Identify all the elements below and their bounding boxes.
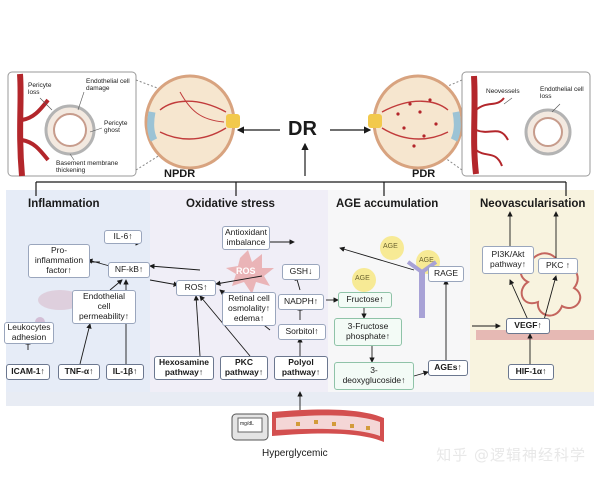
- npdr-label: NPDR: [164, 168, 196, 180]
- nadph-node: NADPH↑: [278, 294, 324, 310]
- retinal-osmolality-node: Retinal cell osmolality↑ edema↑: [222, 292, 276, 326]
- ros-burst-icon: [226, 250, 274, 294]
- leukocytes-adhesion-node: Leukocytes adhesion: [4, 322, 54, 344]
- watermark: 知乎 @逻辑神经科学: [436, 446, 586, 464]
- basement-membrane-label: Basement membrane thickening: [56, 160, 119, 175]
- tnf-node: TNF-α↑: [58, 364, 100, 380]
- npdr-eye-icon: [144, 74, 240, 170]
- nfkb-node: NF-kB↑: [108, 262, 150, 278]
- endothelial-loss-label: Endothelial cell loss: [540, 86, 584, 101]
- antioxidant-imbalance-node: Antioxidant imbalance: [222, 226, 270, 250]
- pdr-label: PDR: [412, 168, 436, 180]
- age-accumulation-title: AGE accumulation: [336, 198, 439, 210]
- pi3k-akt-node: PI3K/Akt pathway↑: [482, 246, 534, 274]
- pro-inflammation-node: Pro- inflammation factor↑: [28, 244, 90, 278]
- ros-burst-label: ROS: [236, 266, 256, 276]
- hyperglycemic-vessel-icon: [231, 409, 384, 442]
- npdr-inset: [7, 71, 137, 177]
- pericyte-loss-label: Pericyte loss: [28, 82, 52, 97]
- hyperglycemic-label: Hyperglycemic: [262, 448, 328, 459]
- age-molecule-a: AGE: [383, 243, 398, 250]
- pdr-eye-icon: [368, 74, 464, 170]
- pkc-node: PKC ↑: [538, 258, 578, 274]
- il6-node: IL-6↑: [104, 230, 142, 244]
- neovessels-label: Neovessels: [486, 88, 520, 95]
- neovascularisation-title: Neovascularisation: [480, 198, 586, 210]
- inflammation-title: Inflammation: [28, 198, 100, 210]
- age-molecule-b: AGE: [419, 257, 434, 264]
- center-dr-label: DR: [288, 118, 317, 140]
- glucose-meter-label: mg/dL: [240, 421, 254, 427]
- pdr-inset: [461, 71, 591, 177]
- polyol-pathway-node: Polyol pathway↑: [274, 356, 328, 380]
- ros-node: ROS↑: [176, 280, 216, 296]
- fructose-node: Fructose↑: [338, 292, 392, 308]
- hexosamine-pathway-node: Hexosamine pathway↑: [154, 356, 214, 380]
- pkc-pathway-node: PKC pathway↑: [220, 356, 268, 380]
- sorbitol-node: Sorbitol↑: [278, 324, 326, 340]
- gsh-node: GSH↓: [282, 264, 320, 280]
- il1b-node: IL-1β↑: [106, 364, 144, 380]
- neovascularisation-panel: [470, 190, 594, 392]
- rage-node: RAGE: [428, 266, 464, 282]
- ages-node: AGEs↑: [428, 360, 468, 376]
- oxidative-stress-title: Oxidative stress: [186, 198, 275, 210]
- pericyte-ghost-label: Pericyte ghost: [104, 120, 128, 135]
- age-molecule-c: AGE: [355, 275, 370, 282]
- endothelial-permeability-node: Endothelial cell permeability↑: [72, 290, 136, 324]
- endothelial-damage-label: Endothelial cell damage: [86, 78, 130, 93]
- deoxyglucoside-node: 3- deoxyglucoside↑: [334, 362, 414, 390]
- vegf-node: VEGF↑: [506, 318, 550, 334]
- hif1a-node: HIF-1α↑: [508, 364, 554, 380]
- fructose-3-phosphate-node: 3-Fructose phosphate↑: [334, 318, 402, 346]
- icam1-node: ICAM-1↑: [6, 364, 50, 380]
